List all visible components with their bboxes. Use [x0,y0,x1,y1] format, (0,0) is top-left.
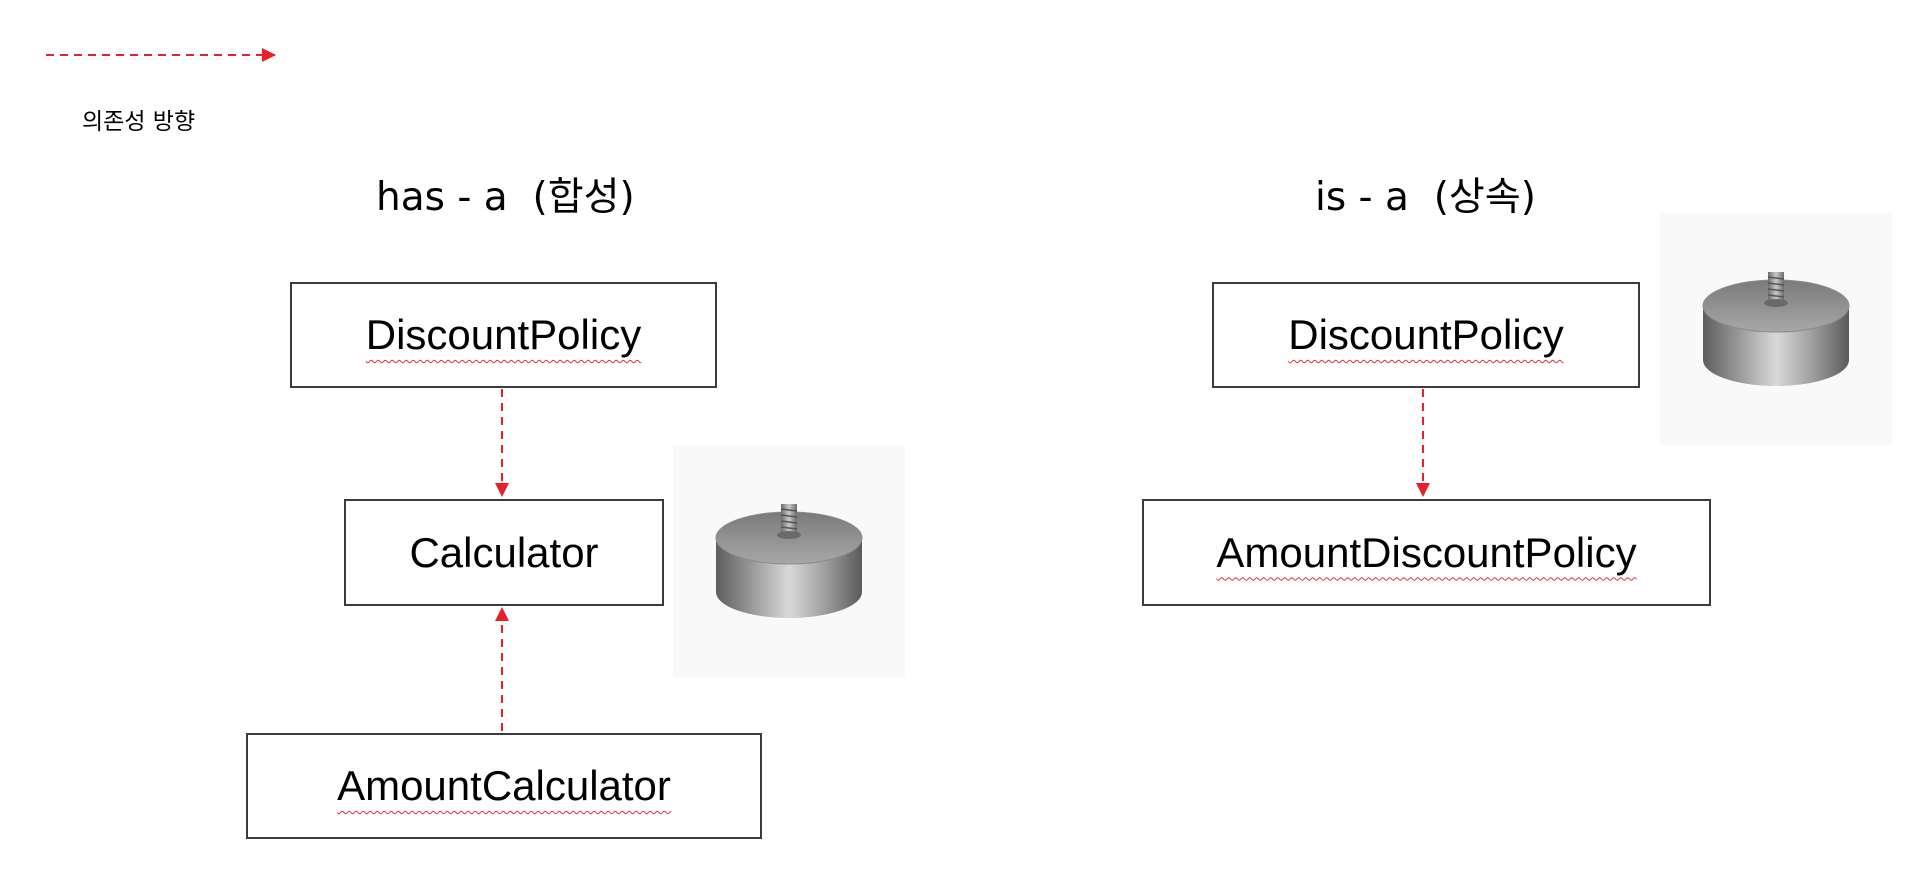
amountcalculator-label: AmountCalculator [337,762,671,809]
composition-discountpolicy-box: DiscountPolicy [290,282,717,388]
weight-image-inheritance [1660,213,1892,445]
metal-weight-icon [715,504,863,618]
metal-weight-icon [1702,272,1850,386]
legend-label: 의존성 방향 [82,109,196,135]
amountdiscountpolicy-box: AmountDiscountPolicy [1142,499,1711,606]
composition-discountpolicy-label: DiscountPolicy [365,311,642,358]
composition-heading: has - a (합성) [376,175,635,220]
calculator-label: Calculator [409,528,599,576]
calculator-box: Calculator [344,499,664,606]
amountdiscountpolicy-label: AmountDiscountPolicy [1216,528,1637,576]
weight-image-composition [673,445,905,677]
inheritance-discountpolicy-label: DiscountPolicy [1288,311,1564,358]
inheritance-discountpolicy-box: DiscountPolicy [1212,282,1640,388]
amountcalculator-box: AmountCalculator [246,733,762,839]
inheritance-heading: is - a (상속) [1315,175,1536,220]
